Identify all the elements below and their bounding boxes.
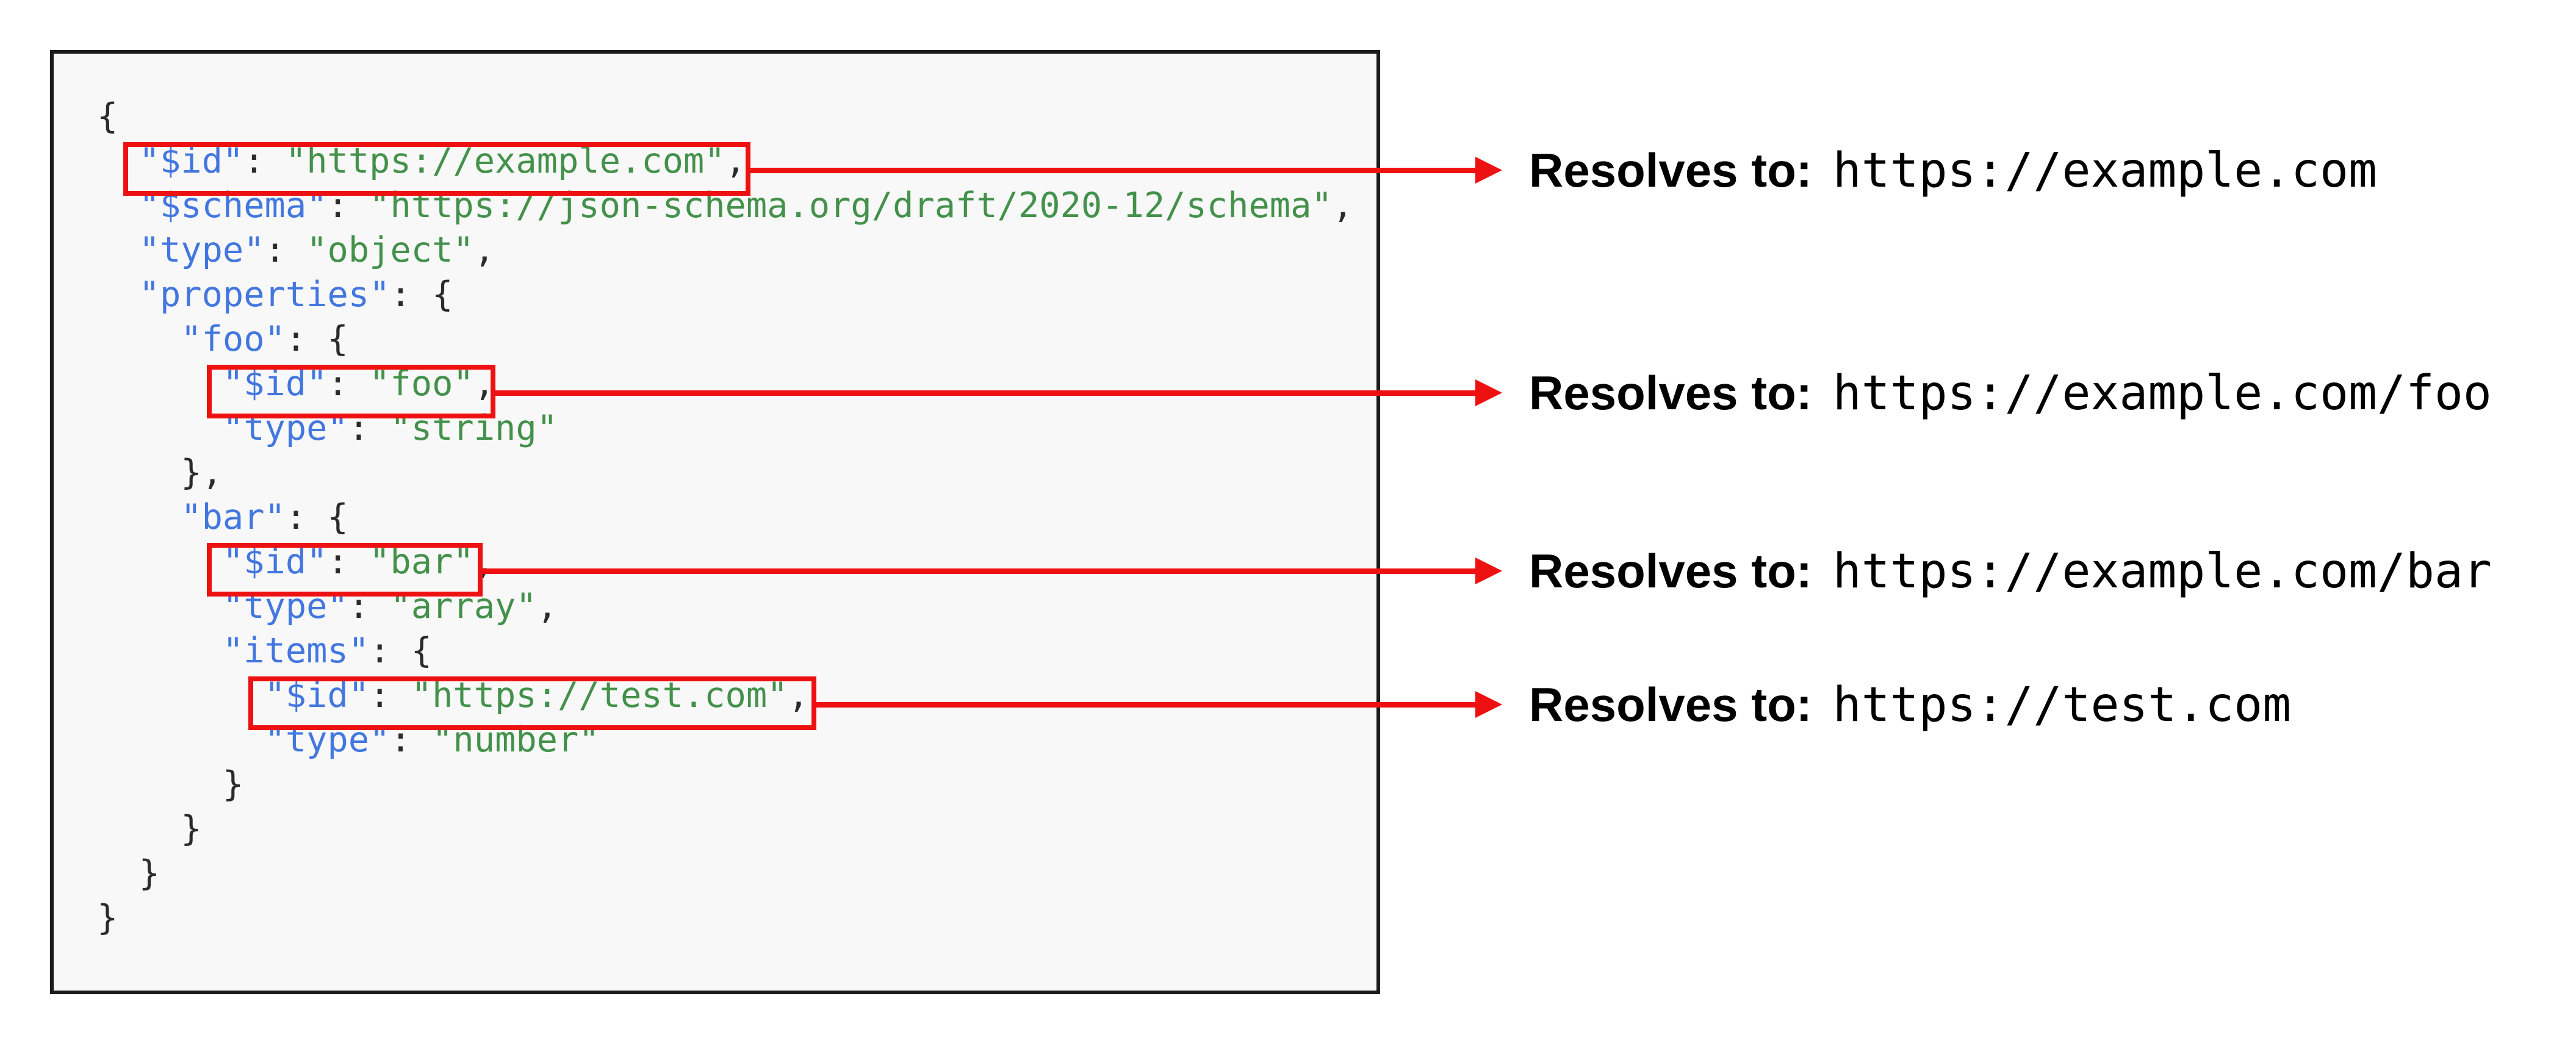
code-token-pun: :: [369, 675, 411, 715]
code-token-pun: ,: [1332, 185, 1354, 226]
code-token-key: "bar": [181, 497, 286, 537]
highlight-box-root-id: [123, 142, 750, 196]
highlight-box-test-id: [248, 676, 816, 730]
code-token-pun: [97, 631, 223, 671]
code-block: { "$id": "https://example.com", "$schema…: [97, 95, 1353, 941]
code-token-pun: }: [97, 898, 118, 938]
code-token-pun: : {: [285, 319, 348, 359]
code-line: "properties": {: [97, 273, 1353, 317]
code-token-pun: ,: [536, 586, 558, 626]
resolved-url: https://test.com: [1832, 678, 2292, 733]
code-token-key: "properties": [139, 274, 390, 315]
arrow-shaft: [750, 168, 1478, 173]
code-line: }: [97, 851, 1353, 896]
highlight-box-foo-id: [207, 365, 495, 418]
code-token-pun: [97, 408, 223, 448]
code-token-pun: [97, 720, 265, 760]
code-token-pun: ,: [473, 542, 495, 582]
annotation-root-id: Resolves to: https://example.com: [1529, 134, 2377, 207]
code-line: "items": {: [97, 629, 1353, 673]
code-token-pun: [97, 364, 223, 404]
json-schema-code-panel: { "$id": "https://example.com", "$schema…: [50, 50, 1380, 994]
annotation-foo-id: Resolves to: https://example.com/foo: [1529, 356, 2492, 429]
code-line: }: [97, 807, 1353, 851]
code-token-pun: }: [97, 764, 244, 805]
code-token-pun: :: [243, 141, 286, 181]
code-token-key: "items": [222, 631, 370, 671]
code-token-str: "bar": [369, 542, 474, 582]
arrow-bar-id: [483, 557, 1502, 584]
code-line: }: [97, 762, 1353, 807]
code-token-pun: [97, 542, 223, 582]
code-token-pun: ,: [473, 230, 495, 270]
code-token-key: "foo": [181, 319, 286, 359]
code-token-pun: }: [97, 809, 202, 849]
code-line: }: [97, 896, 1353, 941]
code-token-pun: :: [327, 542, 370, 582]
code-token-str: "object": [306, 230, 474, 270]
code-token-pun: [97, 675, 265, 715]
code-token-key: "$id": [222, 542, 328, 582]
arrow-shaft: [816, 702, 1478, 708]
code-token-pun: : {: [390, 274, 453, 315]
code-token-pun: [97, 586, 223, 626]
code-token-pun: ,: [788, 675, 809, 715]
code-line: "foo": {: [97, 317, 1353, 362]
code-token-pun: : {: [369, 631, 433, 671]
arrow-head-icon: [1475, 691, 1502, 718]
code-line: "type": "object",: [97, 228, 1353, 273]
resolves-label: Resolves to:: [1529, 143, 1812, 197]
code-token-pun: [97, 497, 181, 537]
arrow-test-id: [816, 691, 1502, 718]
code-line: "$id": "https://test.com",: [97, 673, 1353, 718]
resolves-label: Resolves to:: [1529, 544, 1812, 598]
code-token-str: "https://test.com": [411, 675, 788, 715]
arrow-head-icon: [1475, 157, 1502, 184]
code-line: {: [97, 95, 1353, 139]
highlight-box-bar-id: [207, 543, 483, 597]
annotation-bar-id: Resolves to: https://example.com/bar: [1529, 534, 2492, 608]
resolves-label: Resolves to:: [1529, 366, 1812, 420]
code-line: "$id": "https://example.com",: [97, 139, 1353, 184]
code-token-key: "$id": [222, 364, 328, 404]
arrow-root-id: [750, 157, 1502, 184]
resolved-url: https://example.com: [1832, 143, 2378, 198]
code-token-pun: :: [327, 364, 370, 404]
code-token-key: "type": [139, 230, 265, 270]
code-token-pun: {: [97, 96, 118, 137]
code-line: "$id": "bar",: [97, 540, 1353, 584]
code-token-key: "$id": [264, 675, 370, 715]
code-token-pun: },: [97, 453, 223, 493]
code-token-pun: [97, 230, 139, 270]
arrow-head-icon: [1475, 557, 1502, 584]
arrow-foo-id: [495, 379, 1502, 406]
code-token-pun: ,: [725, 141, 746, 181]
resolves-label: Resolves to:: [1529, 678, 1812, 731]
code-token-pun: }: [97, 853, 160, 894]
code-token-key: "$id": [139, 141, 244, 181]
arrow-head-icon: [1475, 379, 1502, 406]
code-line: },: [97, 451, 1353, 495]
code-token-pun: [97, 274, 139, 315]
code-line: "bar": {: [97, 495, 1353, 540]
resolved-url: https://example.com/foo: [1832, 366, 2492, 421]
code-token-str: "https://example.com": [285, 141, 725, 181]
arrow-shaft: [495, 390, 1478, 396]
arrow-shaft: [483, 568, 1478, 574]
code-token-str: "foo": [369, 364, 474, 404]
code-token-pun: : {: [285, 497, 348, 537]
code-token-pun: :: [264, 230, 307, 270]
resolved-url: https://example.com/bar: [1832, 544, 2492, 599]
code-token-pun: [97, 319, 181, 359]
annotation-test-id: Resolves to: https://test.com: [1529, 668, 2291, 741]
